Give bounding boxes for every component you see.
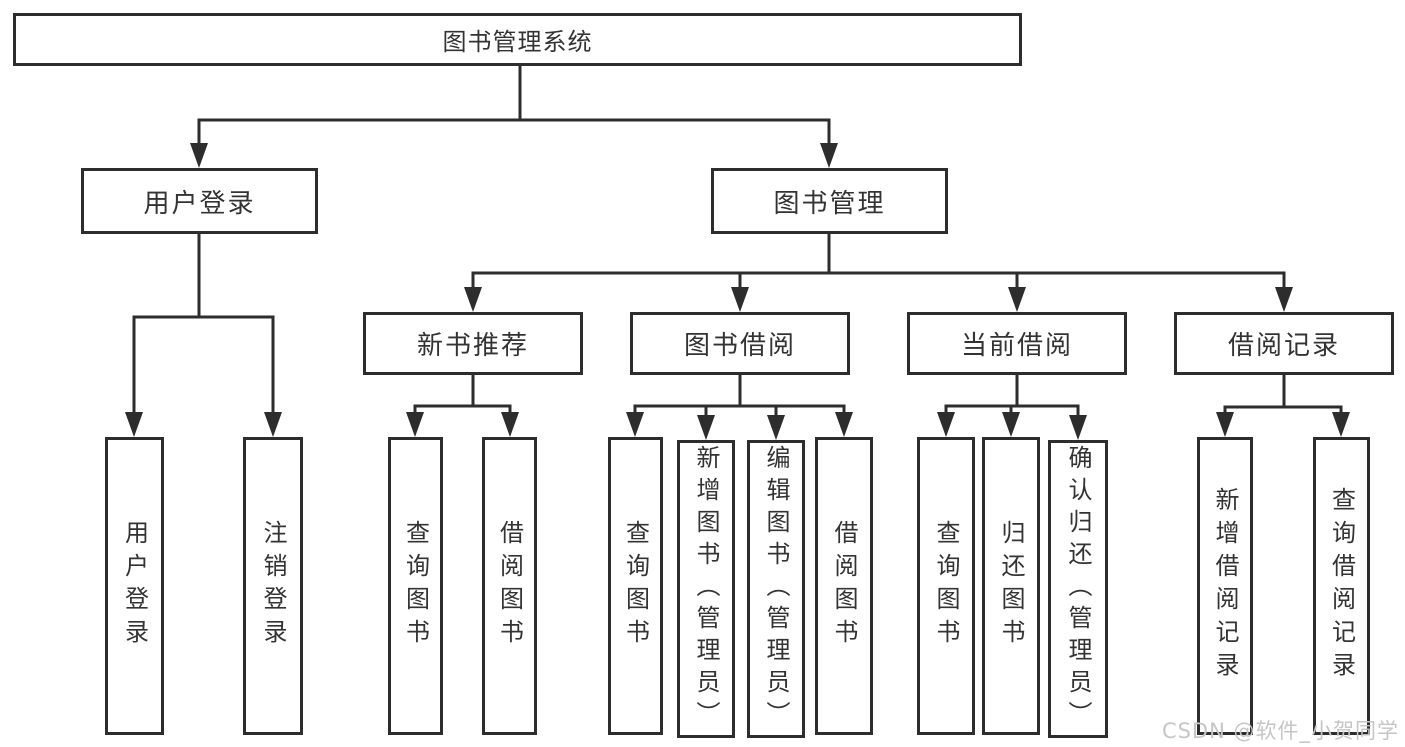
leaf-logout: 注销登录 [243, 437, 303, 735]
connector-book-management [464, 232, 1293, 312]
node-book-borrow: 图书借阅 [630, 312, 850, 375]
leaf-return-book: 归还图书 [982, 437, 1040, 735]
leaf-logout-label: 注销登录 [259, 520, 287, 652]
node-current-borrow: 当前借阅 [907, 312, 1127, 375]
leaf-user-login-label: 用户登录 [120, 520, 149, 652]
leaf-confirm-return-admin-label: 确认归还（管理员） [1064, 445, 1092, 733]
leaf-add-borrow-record: 新增借阅记录 [1197, 437, 1253, 735]
leaf-add-borrow-record-label: 新增借阅记录 [1211, 487, 1239, 685]
connector-root [190, 64, 838, 168]
leaf-query-book-3: 查询图书 [917, 437, 975, 735]
node-root: 图书管理系统 [13, 13, 1022, 66]
node-book-management-label: 图书管理 [773, 188, 886, 219]
node-root-label: 图书管理系统 [442, 28, 593, 56]
leaf-add-book-admin-label: 新增图书（管理员） [692, 445, 720, 733]
node-borrow-record-label: 借阅记录 [1227, 331, 1340, 361]
leaf-borrow-book-2-label: 借阅图书 [830, 520, 858, 652]
node-book-borrow-label: 图书借阅 [683, 331, 796, 361]
node-current-borrow-label: 当前借阅 [960, 331, 1073, 361]
connector-book-borrow [626, 373, 853, 440]
leaf-user-login: 用户登录 [105, 437, 164, 735]
leaf-borrow-book-1: 借阅图书 [482, 437, 537, 735]
leaf-query-book-1-label: 查询图书 [401, 520, 430, 652]
leaf-return-book-label: 归还图书 [997, 520, 1025, 652]
connector-user-login [125, 232, 282, 437]
csdn-watermark: CSDN @软件_小贺同学 [1161, 719, 1399, 743]
leaf-add-book-admin: 新增图书（管理员） [677, 440, 735, 738]
connector-borrow-record [1216, 373, 1350, 437]
leaf-confirm-return-admin: 确认归还（管理员） [1048, 440, 1108, 738]
leaf-query-book-1: 查询图书 [388, 437, 443, 735]
connector-current-borrow [937, 373, 1087, 440]
node-user-login: 用户登录 [81, 168, 318, 234]
leaf-edit-book-admin-label: 编辑图书（管理员） [762, 445, 790, 733]
node-new-book-recommend-label: 新书推荐 [416, 331, 529, 361]
leaf-borrow-book-2: 借阅图书 [815, 437, 873, 735]
node-new-book-recommend: 新书推荐 [363, 312, 583, 375]
leaf-query-borrow-record: 查询借阅记录 [1313, 437, 1370, 735]
leaf-query-book-2-label: 查询图书 [621, 520, 650, 652]
leaf-edit-book-admin: 编辑图书（管理员） [747, 440, 805, 738]
leaf-query-borrow-record-label: 查询借阅记录 [1327, 487, 1356, 685]
leaf-borrow-book-1-label: 借阅图书 [495, 520, 524, 652]
node-borrow-record: 借阅记录 [1174, 312, 1394, 375]
leaf-query-book-2: 查询图书 [608, 437, 663, 735]
connector-new-book [406, 373, 519, 437]
node-book-management: 图书管理 [711, 168, 948, 234]
node-user-login-label: 用户登录 [143, 188, 256, 219]
leaf-query-book-3-label: 查询图书 [932, 520, 960, 652]
